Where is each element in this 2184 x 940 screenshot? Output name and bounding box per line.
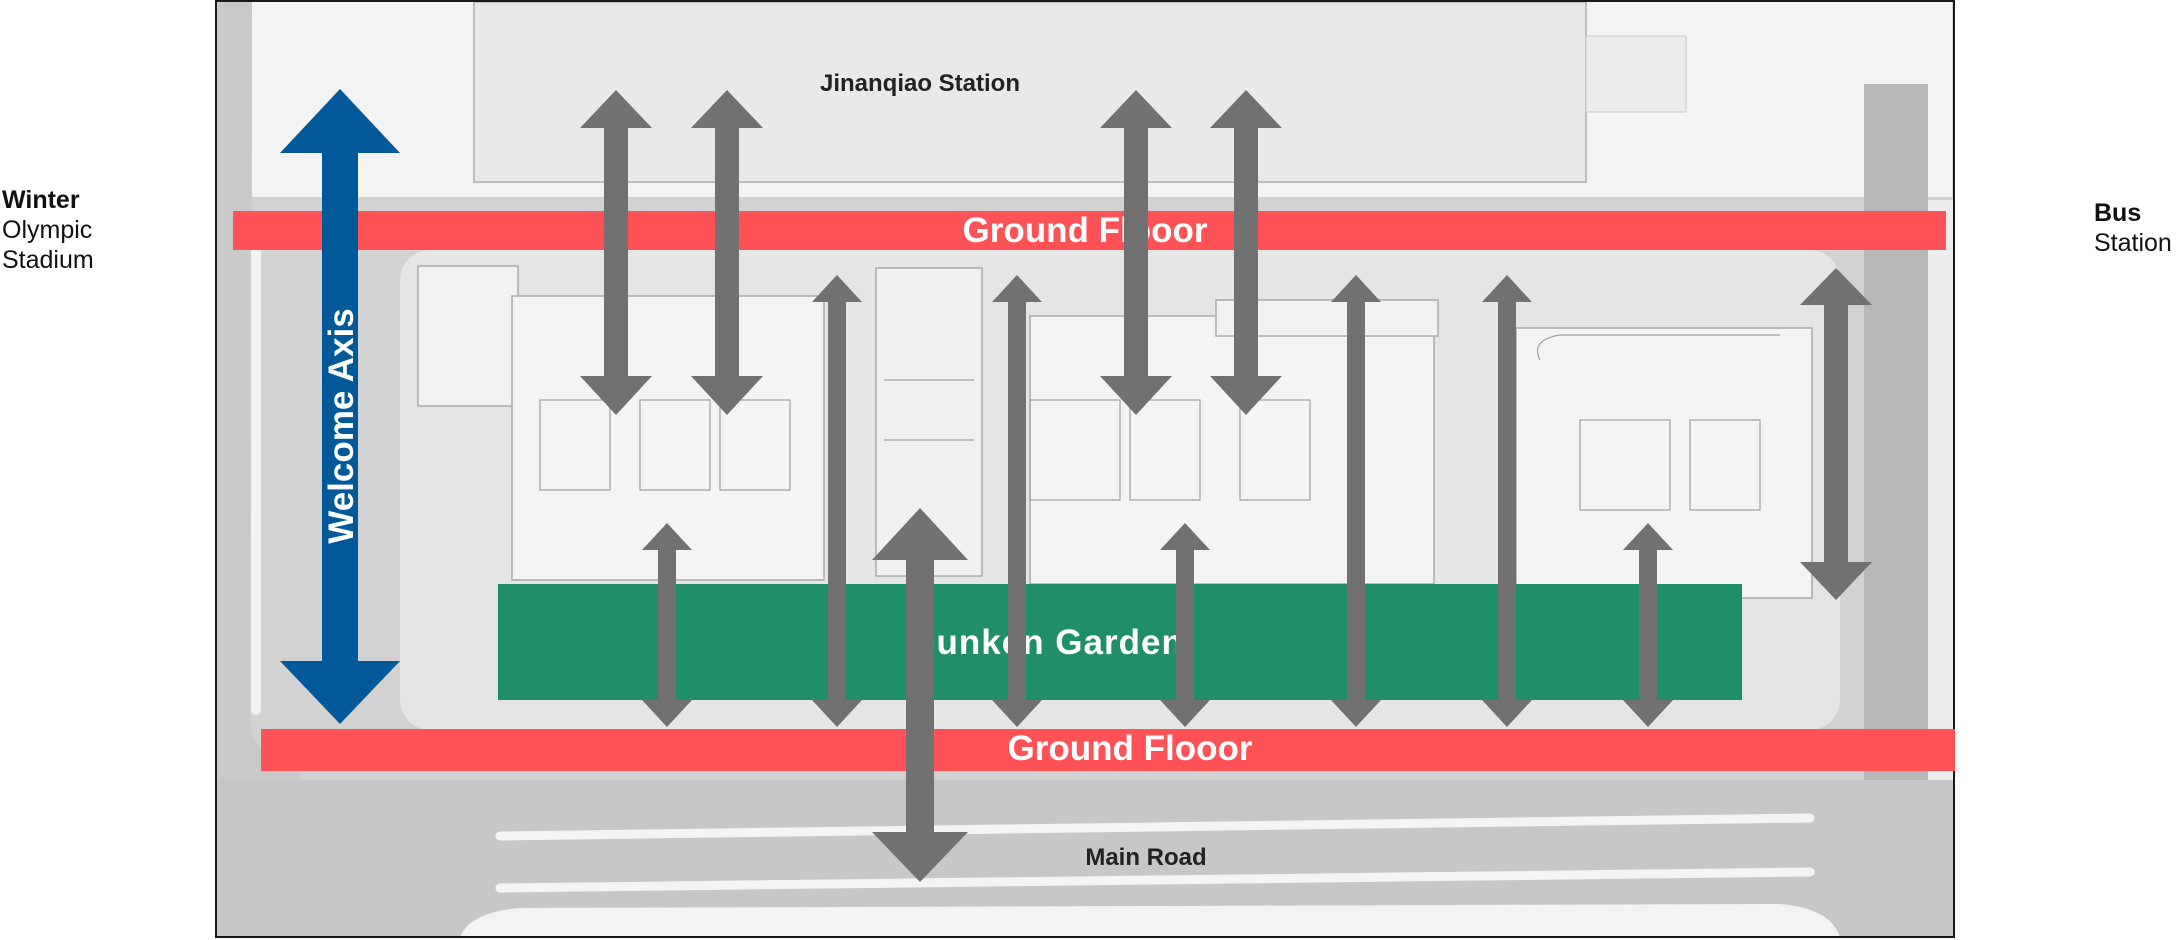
building-block-d <box>1029 315 1435 585</box>
sunken-garden-label: Sunken Garden <box>912 623 1184 662</box>
arrow-station-1 <box>580 90 652 415</box>
south-sidewalk <box>460 904 1840 937</box>
arrow-building-e-bus <box>1800 268 1872 600</box>
ground-floor-top-label: Ground Flooor <box>963 211 1208 250</box>
flow-arrows <box>580 90 1872 882</box>
building-details <box>539 334 1780 511</box>
station-wing <box>1585 35 1687 113</box>
arrow-building-e-west <box>1482 275 1532 727</box>
main-road-label: Main Road <box>1085 844 1206 871</box>
arrow-building-d-east <box>1331 275 1381 727</box>
arrow-building-c-east <box>992 275 1042 727</box>
sunken-garden-area <box>498 584 1742 700</box>
west-road <box>216 2 300 780</box>
building-block-e <box>1515 327 1813 599</box>
ground-floor-band-top <box>233 211 1946 250</box>
bus-label-line-2: Station <box>2094 229 2172 257</box>
site-map <box>215 0 1955 938</box>
arrow-station-4 <box>1210 90 1282 415</box>
arrow-building-b-east <box>812 275 862 727</box>
arrow-garden-1 <box>642 523 692 727</box>
jinanqiao-station-label: Jinanqiao Station <box>820 70 1020 97</box>
road-lane-upper <box>495 813 1815 841</box>
road-lane-lower <box>495 867 1815 893</box>
winter-label-line-3: Stadium <box>2 246 94 274</box>
building-block-a <box>417 265 519 407</box>
welcome-axis-label: Welcome Axis <box>322 308 361 543</box>
arrow-garden-3 <box>1623 523 1673 727</box>
bus-label-line-1: Bus <box>2094 199 2142 227</box>
arrow-station-3 <box>1100 90 1172 415</box>
ground-floor-bottom-label: Ground Flooor <box>1008 729 1253 768</box>
winter-olympic-stadium-label: Winter Olympic Stadium <box>2 185 94 275</box>
winter-label-line-1: Winter <box>2 186 80 214</box>
winter-label-line-2: Olympic <box>2 216 93 244</box>
welcome-axis-arrow <box>280 89 400 724</box>
arrow-main-road <box>872 508 968 882</box>
arrow-station-2 <box>691 90 763 415</box>
arrow-garden-2 <box>1160 523 1210 727</box>
ground-floor-band-bottom <box>261 729 1955 771</box>
bus-station-label: Bus Station <box>2094 198 2172 258</box>
jinanqiao-station-building <box>473 1 1587 183</box>
map-frame <box>215 0 1955 938</box>
